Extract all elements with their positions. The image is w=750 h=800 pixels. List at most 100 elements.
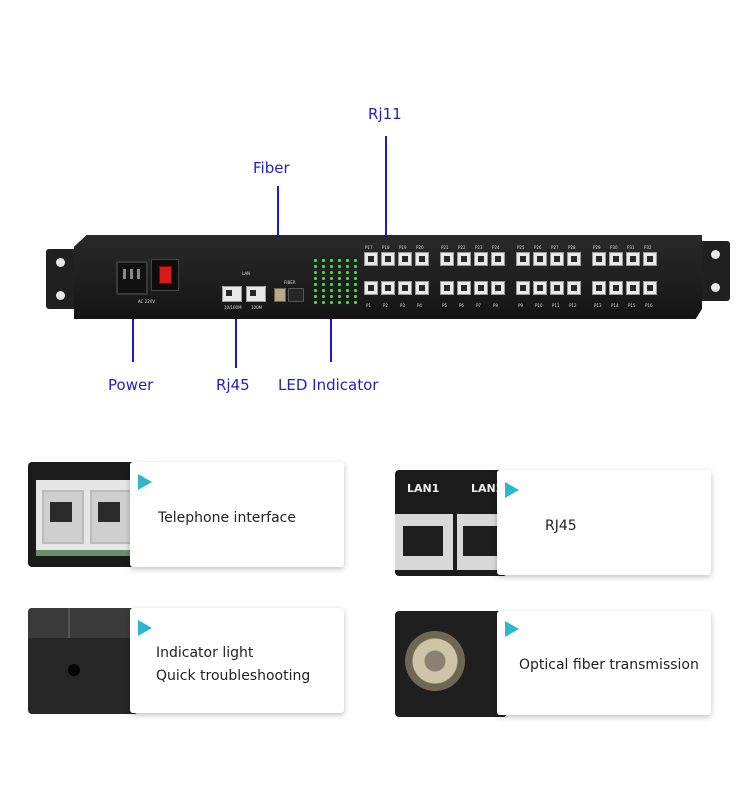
led-icon bbox=[322, 277, 325, 280]
rj11-port[interactable] bbox=[533, 252, 547, 266]
feature-label-line2: Quick troubleshooting bbox=[156, 668, 311, 684]
led-icon bbox=[338, 283, 341, 286]
rj45-callout: Rj45 bbox=[216, 376, 250, 394]
led-icon bbox=[346, 259, 349, 262]
port-label-bottom: P10 bbox=[535, 303, 543, 308]
feature-card-telephone: Telephone interface bbox=[130, 462, 344, 567]
optical-fiber-thumbnail bbox=[395, 611, 507, 717]
mount-hole-icon bbox=[711, 283, 720, 292]
lan-port-2[interactable] bbox=[246, 286, 266, 302]
rj11-port[interactable] bbox=[364, 252, 378, 266]
fiber-port[interactable] bbox=[274, 288, 286, 302]
led-icon bbox=[322, 289, 325, 292]
rj11-port[interactable] bbox=[415, 252, 429, 266]
power-leader-line bbox=[132, 290, 134, 362]
power-callout: Power bbox=[108, 376, 154, 394]
feature-label: Optical fiber transmission bbox=[519, 657, 699, 673]
play-triangle-icon bbox=[505, 482, 519, 498]
mount-hole-icon bbox=[711, 250, 720, 259]
led-icon bbox=[338, 277, 341, 280]
led-icon bbox=[346, 265, 349, 268]
port-label-top: P27 bbox=[551, 245, 559, 250]
rj11-port[interactable] bbox=[626, 252, 640, 266]
port-label-top: P21 bbox=[441, 245, 449, 250]
led-icon bbox=[338, 295, 341, 298]
led-icon bbox=[338, 259, 341, 262]
rj11-port[interactable] bbox=[457, 281, 471, 295]
mount-hole-icon bbox=[56, 258, 65, 267]
rj11-port[interactable] bbox=[398, 252, 412, 266]
rj11-port[interactable] bbox=[381, 281, 395, 295]
led-icon bbox=[322, 301, 325, 304]
rj11-port[interactable] bbox=[626, 281, 640, 295]
indicator-hole-icon bbox=[68, 664, 80, 676]
rj11-port[interactable] bbox=[567, 252, 581, 266]
led-icon bbox=[346, 289, 349, 292]
rj11-port[interactable] bbox=[491, 281, 505, 295]
led-icon bbox=[354, 265, 357, 268]
port-label-bottom: P2 bbox=[383, 303, 388, 308]
rj11-port[interactable] bbox=[516, 252, 530, 266]
led-icon bbox=[314, 301, 317, 304]
port-label-bottom: P1 bbox=[366, 303, 371, 308]
port-label-bottom: P6 bbox=[459, 303, 464, 308]
play-triangle-icon bbox=[138, 474, 152, 490]
rj11-port[interactable] bbox=[474, 252, 488, 266]
rj11-port[interactable] bbox=[457, 252, 471, 266]
led-icon bbox=[354, 295, 357, 298]
led-icon bbox=[322, 283, 325, 286]
led-indicator-callout: LED Indicator bbox=[278, 376, 379, 394]
port-label-top: P23 bbox=[475, 245, 483, 250]
led-icon bbox=[330, 289, 333, 292]
feature-card-optical-fiber: Optical fiber transmission bbox=[497, 611, 711, 715]
led-icon bbox=[354, 259, 357, 262]
led-icon bbox=[354, 289, 357, 292]
rj11-port[interactable] bbox=[474, 281, 488, 295]
led-icon bbox=[314, 271, 317, 274]
rj11-port[interactable] bbox=[643, 252, 657, 266]
led-icon bbox=[354, 277, 357, 280]
rj11-port[interactable] bbox=[440, 281, 454, 295]
port-label-bottom: P9 bbox=[518, 303, 523, 308]
lan2-thumb-label: LAN2 bbox=[471, 482, 504, 495]
rj11-port[interactable] bbox=[533, 281, 547, 295]
rj11-port[interactable] bbox=[592, 281, 606, 295]
rj11-port[interactable] bbox=[440, 252, 454, 266]
mount-hole-icon bbox=[56, 291, 65, 300]
led-leader-line bbox=[330, 296, 332, 362]
port-label-top: P31 bbox=[627, 245, 635, 250]
power-switch[interactable] bbox=[151, 259, 179, 291]
led-icon bbox=[330, 265, 333, 268]
rj11-port[interactable] bbox=[491, 252, 505, 266]
rj11-port[interactable] bbox=[364, 281, 378, 295]
rj11-port[interactable] bbox=[592, 252, 606, 266]
lan-port-1[interactable] bbox=[222, 286, 242, 302]
led-icon bbox=[338, 289, 341, 292]
rj11-port[interactable] bbox=[415, 281, 429, 295]
rj11-port[interactable] bbox=[381, 252, 395, 266]
rj11-port[interactable] bbox=[609, 252, 623, 266]
rj11-port[interactable] bbox=[609, 281, 623, 295]
port-label-top: P24 bbox=[492, 245, 500, 250]
port-label-bottom: P13 bbox=[594, 303, 602, 308]
port-label-bottom: P4 bbox=[417, 303, 422, 308]
lan-speed-label-2: 100M bbox=[251, 305, 263, 310]
play-triangle-icon bbox=[138, 620, 152, 636]
led-icon bbox=[314, 283, 317, 286]
port-label-bottom: P12 bbox=[569, 303, 577, 308]
rj11-port[interactable] bbox=[567, 281, 581, 295]
rj11-port[interactable] bbox=[398, 281, 412, 295]
led-icon bbox=[354, 283, 357, 286]
led-icon bbox=[354, 301, 357, 304]
port-label-top: P19 bbox=[399, 245, 407, 250]
rj11-port[interactable] bbox=[550, 252, 564, 266]
fiber-port-label: FIBER bbox=[284, 280, 296, 285]
rj11-port[interactable] bbox=[516, 281, 530, 295]
rj11-port[interactable] bbox=[550, 281, 564, 295]
led-icon bbox=[314, 289, 317, 292]
rj11-port[interactable] bbox=[643, 281, 657, 295]
feature-label-line1: Indicator light bbox=[156, 645, 254, 661]
feature-label: Telephone interface bbox=[158, 510, 296, 526]
led-icon bbox=[322, 271, 325, 274]
